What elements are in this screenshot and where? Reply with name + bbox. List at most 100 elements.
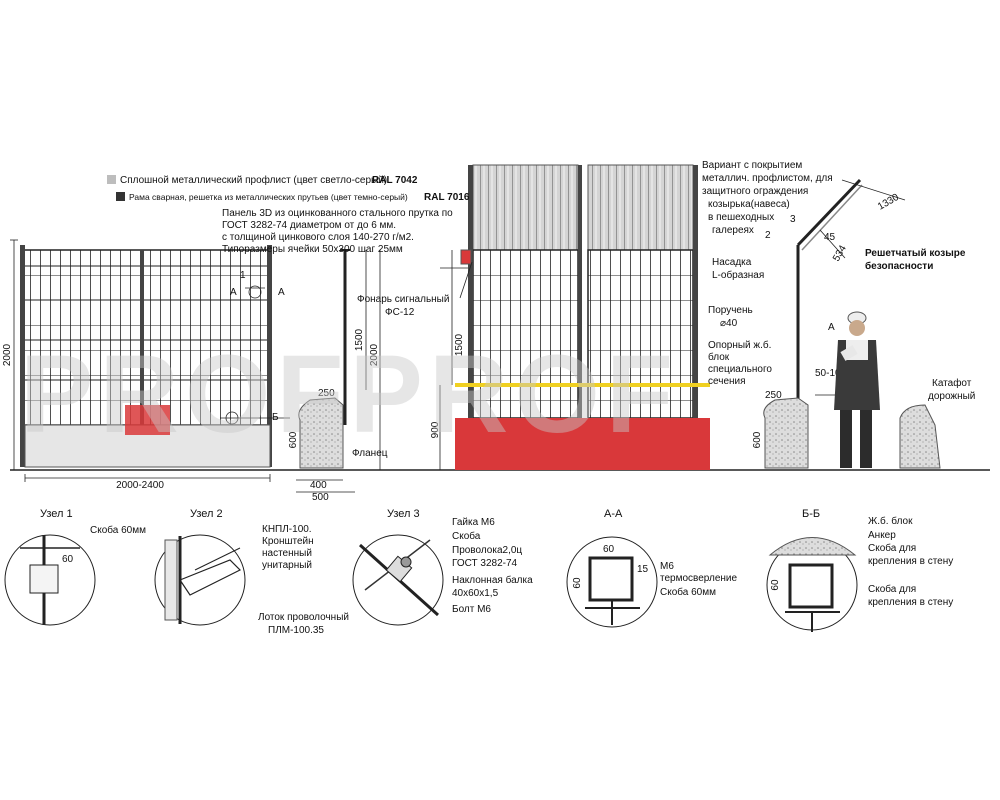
uzel3-label-5: Наклонная балка	[452, 574, 533, 586]
panel-note-2: ГОСТ 3282-74 диаметром от до 6 мм.	[222, 220, 396, 231]
aa-label-2: термосверление	[660, 573, 738, 584]
dim-250-right: 250	[765, 390, 782, 401]
watermark: PROFPROF	[20, 333, 679, 456]
variant-note-3: защитного ограждения	[702, 186, 808, 197]
uzel3-label-2: Скоба	[452, 530, 481, 542]
uzel2-label-4: унитарный	[262, 560, 312, 571]
dim-900: 900	[430, 421, 441, 438]
uzel3-label-1: Гайка М6	[452, 517, 495, 528]
uzel3-title: Узел 3	[387, 508, 420, 520]
label-l-nozzle-2: L-образная	[712, 269, 764, 281]
label-handrail-2: ⌀40	[720, 318, 738, 329]
person-figure	[834, 311, 880, 468]
mark-b: Б	[272, 412, 279, 423]
bb-label-2: Анкер	[868, 530, 896, 541]
dim-1500-side: 1500	[354, 328, 365, 351]
dim-1330: 1330	[876, 192, 901, 213]
uzel3-label-3: Проволока2,0ц	[452, 545, 522, 556]
legend-code-1: RAL 7042	[372, 175, 418, 186]
label-support-2: блок	[708, 351, 730, 363]
label-support-4: сечения	[708, 376, 746, 387]
dim-400: 400	[310, 480, 327, 491]
dim-1500-mid: 1500	[454, 333, 465, 356]
uzel2-label-2: Кронштейн	[262, 536, 314, 547]
bb-label-6: крепления в стену	[868, 597, 953, 608]
label-reflector-2: дорожный	[928, 391, 975, 402]
label-support-1: Опорный ж.б.	[708, 339, 771, 351]
dim-2000-2400: 2000-2400	[116, 480, 164, 491]
legend-swatch-light	[107, 175, 116, 184]
dim-45: 45	[824, 232, 836, 243]
variant-note-1: Вариант с покрытием	[702, 160, 802, 171]
aa-dim-2: 60	[572, 577, 583, 589]
mark-1: 1	[240, 270, 246, 281]
legend-text-1: Сплошной металлический профлист (цвет св…	[120, 174, 387, 186]
label-l-nozzle-1: Насадка	[712, 257, 752, 268]
variant-note-5: в пешеходных	[708, 212, 774, 223]
dim-500: 500	[312, 492, 329, 503]
left-fence-panel	[20, 245, 272, 468]
legend-swatch-dark	[116, 192, 125, 201]
panel-note-4: Типоразмеры ячейки 50х300 шаг 25мм	[222, 244, 403, 255]
label-support-3: специального	[708, 364, 772, 375]
uzel2-label-1: КНПЛ-100.	[262, 524, 312, 535]
variant-note-2: металлич. профлистом, для	[702, 172, 833, 184]
label-handrail-1: Поручень	[708, 305, 753, 316]
uzel3-label-4: ГОСТ 3282-74	[452, 558, 518, 569]
dim-250-side: 250	[318, 388, 335, 399]
panel-note-1: Панель 3D из оцинкованного стального пру…	[222, 208, 453, 219]
bb-label-3: Скоба для	[868, 542, 916, 554]
side-post	[298, 249, 350, 469]
dim-2000-side: 2000	[369, 343, 380, 366]
uzel1-label: Скоба 60мм	[90, 524, 146, 536]
aa-label-3: Скоба 60мм	[660, 586, 716, 598]
detail-uzel-2	[154, 534, 246, 626]
uzel1-title: Узел 1	[40, 508, 73, 520]
uzel2-label-3: настенный	[262, 548, 312, 559]
mark-a-right2: А	[828, 322, 835, 333]
label-lantern-1: Фонарь сигнальный	[357, 294, 449, 305]
side-dimensions	[296, 250, 381, 493]
detail-uzel-1	[4, 534, 96, 626]
dim-600-side: 600	[288, 431, 299, 448]
canopy-structure	[763, 178, 941, 469]
mark-a-right: А	[278, 287, 285, 298]
bb-dim: 60	[770, 579, 781, 591]
uzel1-dim: 60	[62, 554, 74, 565]
dim-534: 534	[831, 243, 849, 263]
mark-2: 2	[765, 230, 771, 241]
center-fence-panels	[455, 164, 710, 470]
label-canopy-2: безопасности	[865, 260, 933, 272]
mark-a-left: А	[230, 287, 237, 298]
mark-3: 3	[790, 214, 796, 225]
dim-2000-left: 2000	[2, 343, 13, 366]
bb-label-4: крепления в стену	[868, 556, 953, 567]
bb-label-5: Скоба для	[868, 583, 916, 595]
dim-50-100: 50-100	[815, 368, 847, 379]
label-canopy-1: Решетчатый козыре	[865, 248, 966, 259]
detail-uzel-3	[352, 534, 444, 626]
legend-text-2: Рама сварная, решетка из металлических п…	[129, 192, 408, 202]
legend-code-2: RAL 7016	[424, 192, 470, 203]
bb-title: Б-Б	[802, 508, 820, 520]
detail-section-aa	[566, 536, 658, 628]
bb-label-1: Ж.б. блок	[868, 515, 913, 527]
label-lantern-2: ФС-12	[385, 307, 415, 318]
uzel3-label-6: 40х60х1,5	[452, 588, 499, 599]
left-dimensions	[10, 239, 290, 482]
panel-note-3: с толщиной цинкового слоя 140-270 г/м2.	[222, 232, 414, 243]
uzel2-title: Узел 2	[190, 508, 223, 520]
detail-section-bb	[766, 537, 858, 632]
uzel2-bottom-2: ПЛМ-100.35	[268, 625, 324, 636]
variant-note-6: галереях	[712, 225, 754, 236]
center-dimensions	[439, 250, 468, 470]
uzel2-bottom-1: Лоток проволочный	[258, 612, 349, 623]
aa-label-1: М6	[660, 561, 674, 572]
aa-title: А-А	[604, 508, 623, 520]
label-reflector-1: Катафот	[932, 377, 972, 389]
dim-600-right: 600	[752, 431, 763, 448]
variant-note-4: козырька(навеса)	[708, 199, 790, 210]
uzel3-label-7: Болт М6	[452, 604, 491, 615]
aa-dim-3: 15	[637, 564, 649, 575]
